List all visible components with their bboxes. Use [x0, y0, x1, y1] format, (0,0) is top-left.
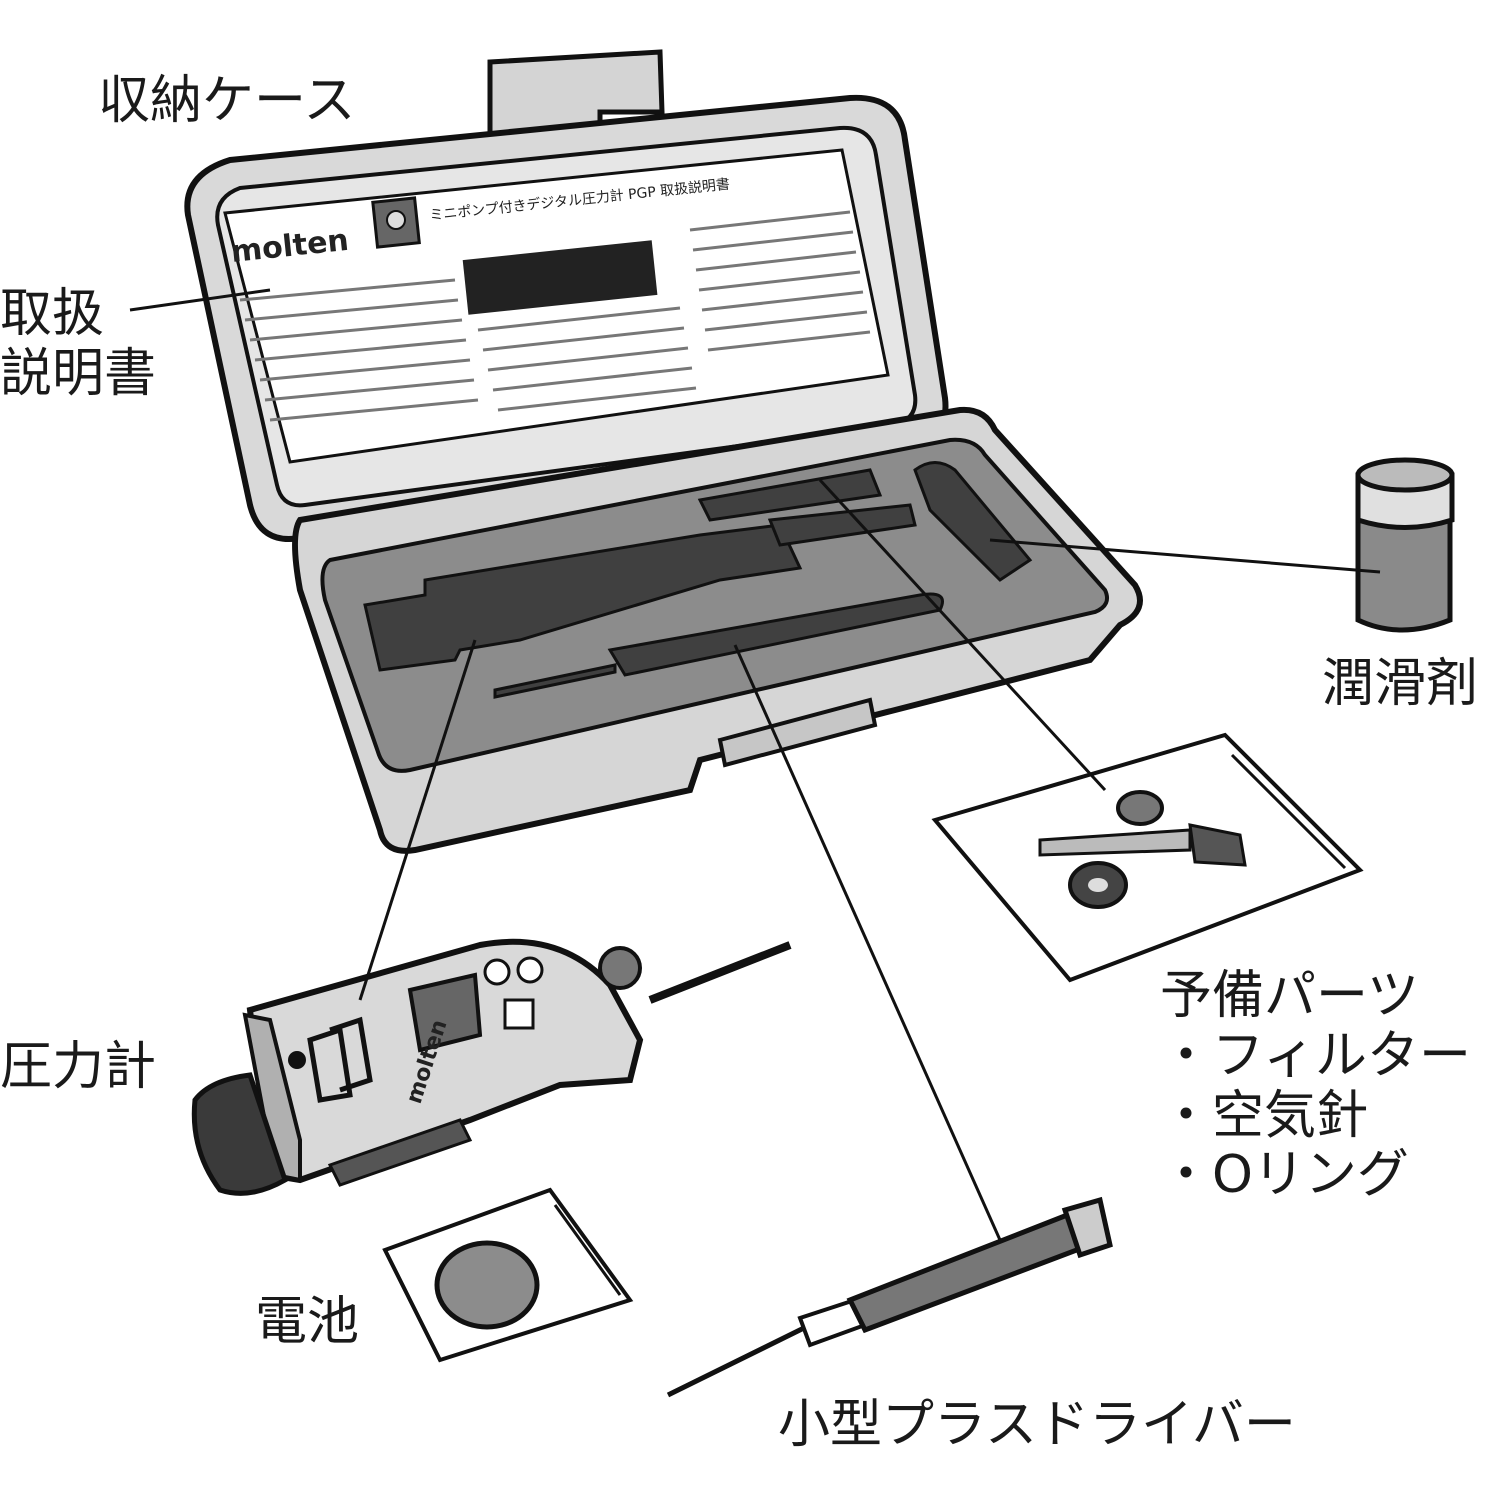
- instruction-manual: molten ミニポンプ付きデジタル圧力計 PGP 取扱説明書: [223, 148, 890, 464]
- label-lubricant: 潤滑剤: [1322, 654, 1479, 714]
- label-pressure-gauge: 圧力計: [0, 1037, 157, 1097]
- pressure-gauge: molten: [191, 938, 792, 1196]
- label-screwdriver: 小型プラスドライバー: [778, 1395, 1296, 1455]
- label-spare-needle: ・空気針: [1160, 1085, 1369, 1146]
- label-manual-line2: 説明書: [0, 343, 157, 404]
- spare-parts-bag: [931, 732, 1364, 983]
- spare-filter-shape: [1116, 790, 1164, 826]
- battery-bag: [382, 1187, 634, 1363]
- label-manual-line1: 取扱: [0, 284, 105, 344]
- battery-shape: [434, 1240, 540, 1330]
- label-spare-parts: 予備パーツ ・フィルター ・空気針 ・Oリング: [1160, 966, 1471, 1206]
- phillips-screwdriver: [666, 1196, 1113, 1398]
- label-instruction-manual: 取扱 説明書: [0, 284, 157, 405]
- label-storage-case: 収納ケース: [98, 71, 356, 131]
- label-spare-filter: ・フィルター: [1160, 1025, 1471, 1086]
- foam-slots: [363, 461, 1033, 699]
- label-battery: 電池: [255, 1292, 360, 1352]
- leader-lines: [129, 288, 1381, 1241]
- label-spare-parts-title: 予備パーツ: [1160, 966, 1419, 1026]
- label-spare-oring: ・Oリング: [1160, 1145, 1409, 1206]
- spare-needle-shape: [1038, 828, 1192, 857]
- lubricant-bottle: [1355, 457, 1455, 633]
